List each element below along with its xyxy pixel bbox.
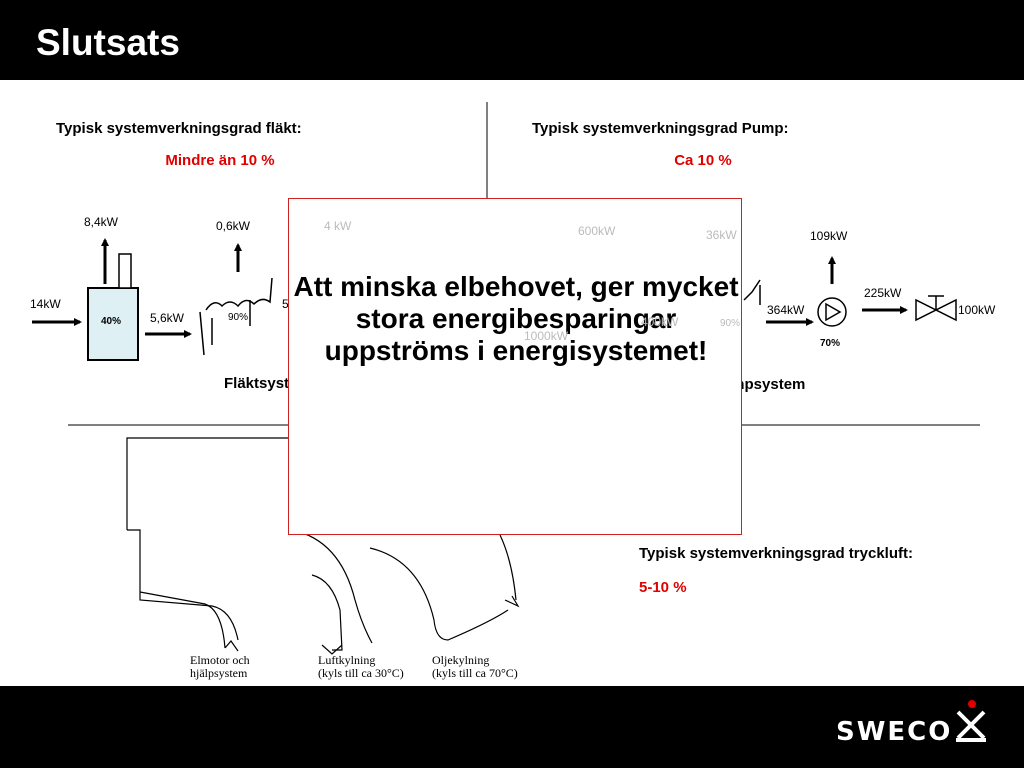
sweco-logo-icon [956,700,986,742]
footer-bar [0,686,1024,768]
compressed-air-heading: Typisk systemverkningsgrad tryckluft: [639,545,913,562]
motor-efficiency-label: 40% [101,316,121,327]
sankey-arrow-1 [224,640,239,652]
sankey-arrow-3 [504,595,520,608]
pump-mid-label: 364kW [767,303,805,317]
loss-label-2: 0,6kW [216,219,251,233]
sweco-logo-text: SWECO [836,717,953,747]
page-title: Slutsats [36,22,180,63]
loss-label-1: 8,4kW [84,215,119,229]
pump-output-label: 100kW [958,303,996,317]
faded-fan-loss-3: 4 kW [324,219,352,233]
fan-heading: Typisk systemverkningsgrad fläkt: [56,120,302,137]
sankey-labels: Elmotor och hjälpsystem Luftkylning (kyl… [190,653,518,680]
compressed-air-sankey [126,437,520,655]
faded-pump-loss-a: 600kW [578,224,616,238]
pump-icon [817,297,847,327]
sankey-out2-line1: Luftkylning [318,653,375,667]
sankey-out1-line1: Elmotor och [190,653,250,667]
transmission-efficiency-label: 90% [228,312,248,323]
pump-loss-label: 109kW [810,229,848,243]
mid-label-1: 5,6kW [150,311,185,325]
sankey-branch-1 [127,529,239,641]
pump-transmission-sketch [743,279,761,305]
header-bar: Slutsats [0,0,1024,80]
sankey-arrow-2 [321,644,343,655]
sankey-branch-3 [369,547,509,641]
faded-background-labels: 4 kW 600kW 36kW 1000kW 400kW 90% [324,219,740,343]
message-frame: Att minska elbehovet, ger mycket stora e… [288,198,742,535]
faded-pump-mid-b: 400kW [641,315,679,329]
pump-system-diagram: 109kW 364kW 70% 225kW 100kW Pumpsystem [712,229,996,393]
sankey-branch-2-outer [291,529,373,644]
sankey-branch-3-edge [499,534,517,601]
valve-icon [915,295,957,322]
fan-efficiency-value: Mindre än 10 % [165,152,275,169]
fan-system-diagram: 14kW 40% 8,4kW 5,6kW 90% 0,6kW 5kW Fläkt… [30,215,311,392]
message-text: Att minska elbehovet, ger mycket stora e… [293,271,739,366]
faded-pump-mid-a: 1000kW [524,329,569,343]
sankey-branch-2-inner [311,574,343,651]
pump-heading: Typisk systemverkningsgrad Pump: [532,120,789,137]
faded-pump-eff-b: 90% [720,318,740,329]
motor-chimney [118,253,132,289]
pump-out-label: 225kW [864,286,902,300]
pump-efficiency-value: Ca 10 % [674,152,732,169]
sankey-out3-line2: (kyls till ca 70°C) [432,666,518,680]
motor-box [87,287,139,361]
faded-pump-loss-b: 36kW [706,228,737,242]
pump-efficiency-label: 70% [820,338,840,349]
transmission-sketch [199,277,273,356]
fan-input-label: 14kW [30,297,61,311]
sankey-outer-edge [126,437,288,530]
sankey-out3-line1: Oljekylning [432,653,489,667]
sankey-out2-line2: (kyls till ca 30°C) [318,666,404,680]
sankey-out1-line2: hjälpsystem [190,666,248,680]
compressed-air-efficiency-value: 5-10 % [639,579,687,596]
sankey-branch-1-inner [139,591,226,649]
